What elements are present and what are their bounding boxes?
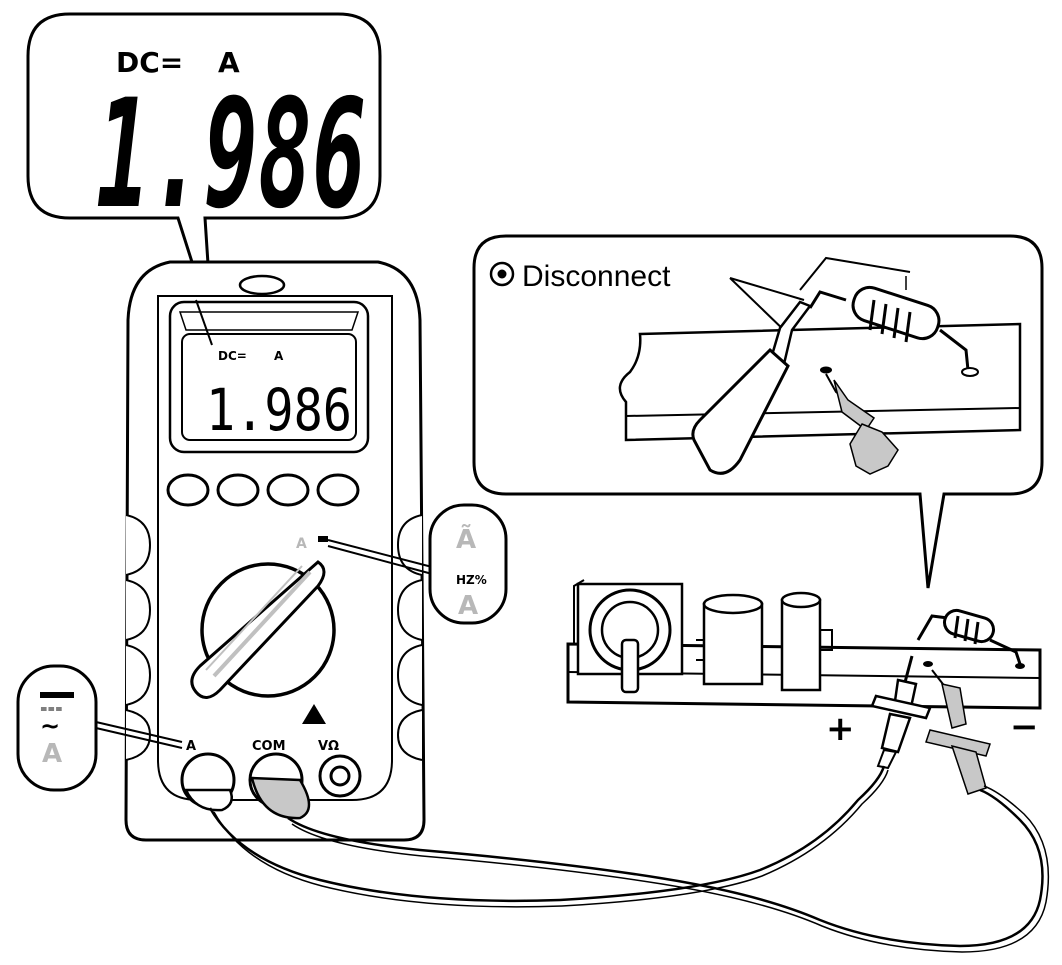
zoom-unit-label: A	[218, 46, 240, 79]
rotary-callout-bottom-symbol: A	[458, 591, 478, 621]
callout-board	[618, 322, 1022, 442]
function-button-3[interactable]	[266, 473, 310, 507]
lcd-screen	[181, 333, 357, 441]
left-callout-dc-symbol: ===	[40, 705, 63, 715]
capacitor-1	[696, 593, 764, 686]
function-button-2[interactable]	[216, 473, 260, 507]
potentiometer	[576, 582, 684, 694]
rotary-callout-top-symbol: Ã	[456, 523, 476, 555]
jack-label-com: COM	[252, 739, 286, 754]
jack-label-v: VΩ	[318, 739, 339, 754]
grey-lead-wire	[287, 788, 1044, 948]
dial-tick-a: A	[296, 536, 307, 552]
black-plug	[184, 788, 233, 812]
capacitor-2	[780, 591, 833, 692]
rotary-dial[interactable]	[190, 560, 336, 699]
callout-resistor	[808, 285, 979, 377]
callout-black-probe	[691, 347, 790, 475]
callout-grey-probe	[849, 423, 899, 475]
function-button-1[interactable]	[166, 473, 210, 507]
multimeter: DC= A 1.986 A	[124, 260, 426, 842]
rotary-callout: Ã HZ% A	[327, 503, 508, 625]
rotary-callout-middle-label: HZ%	[456, 573, 487, 587]
zoom-mode-label: DC=	[116, 46, 183, 79]
black-probe	[870, 655, 932, 770]
left-callout: === ~ A	[16, 664, 183, 792]
hanger-bump	[238, 274, 286, 296]
minus-label: −	[1010, 707, 1039, 747]
disconnect-label: Disconnect	[522, 260, 671, 293]
lcd-mode-label: DC=	[218, 349, 247, 363]
lcd-unit-label: A	[274, 349, 284, 363]
lcd-reading: 1.986	[206, 376, 352, 444]
left-grip	[125, 514, 152, 761]
grey-plug	[250, 776, 311, 820]
board-resistor	[916, 608, 1025, 669]
zoom-reading: 1.986	[96, 68, 366, 242]
plus-label: +	[826, 709, 855, 749]
jack-label-a: A	[186, 739, 196, 754]
function-button-4[interactable]	[316, 473, 360, 507]
grey-probe	[923, 661, 991, 795]
disconnect-callout: Disconnect	[472, 234, 1044, 589]
black-lead-wire	[208, 765, 886, 903]
left-callout-ac-symbol: ~	[40, 712, 60, 740]
lcd-zoom-callout: DC= A 1.986	[26, 12, 382, 326]
left-callout-a-symbol: A	[42, 739, 62, 769]
circuit-board: + −	[566, 579, 1042, 749]
